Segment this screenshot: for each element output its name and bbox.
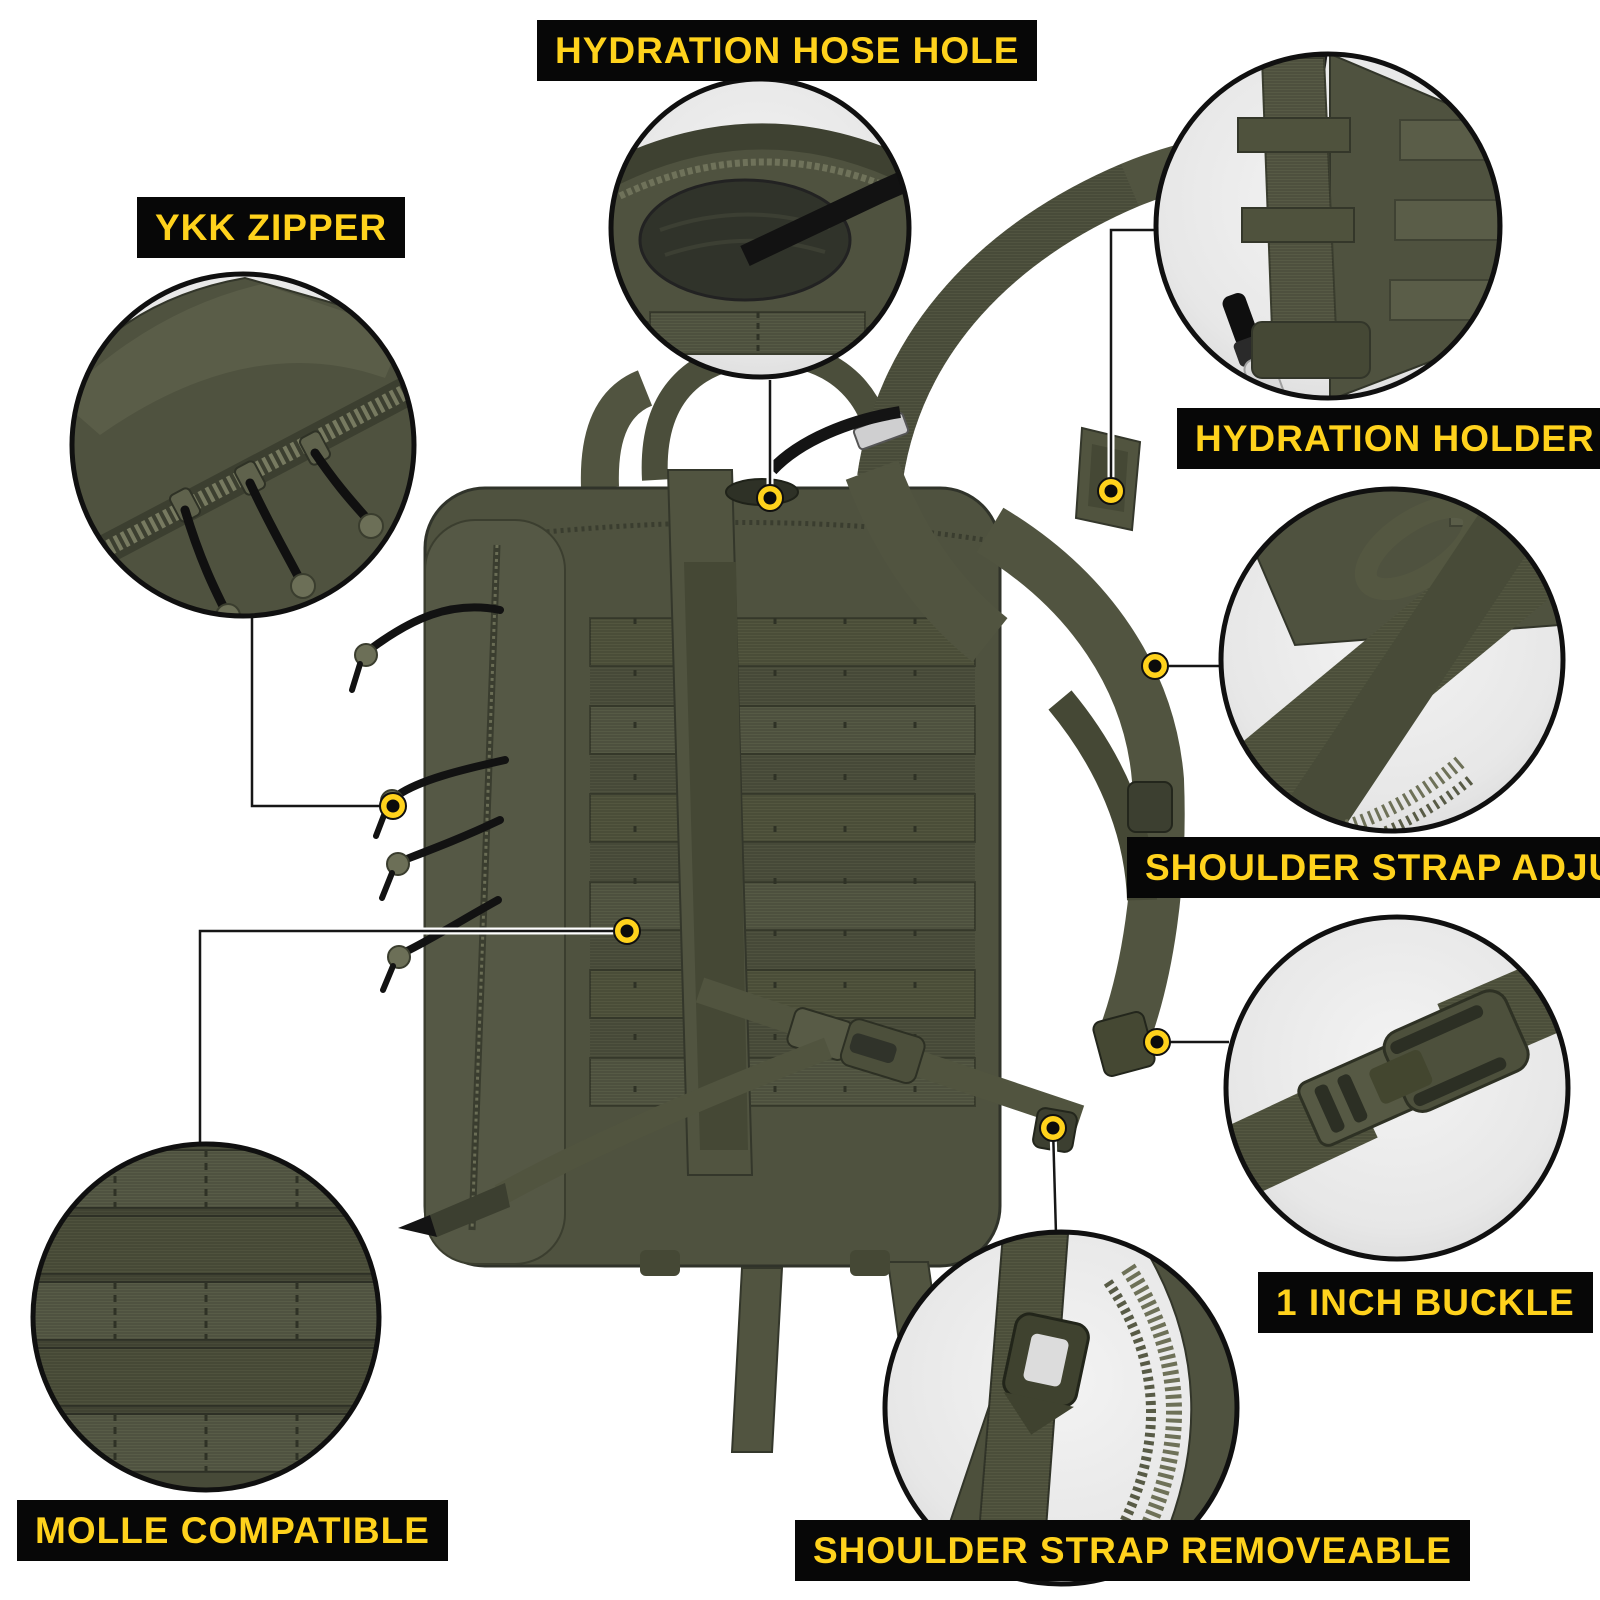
- molle-panel: [589, 617, 976, 1107]
- callout-hydration-holder-detail: [1153, 51, 1503, 401]
- callout-strap-adjust-detail: [1218, 486, 1566, 834]
- marker-ykk-zipper: [379, 792, 407, 820]
- marker-strap-removeable: [1039, 1114, 1067, 1142]
- label-one-inch-buckle: 1 INCH BUCKLE: [1258, 1272, 1593, 1333]
- callout-ykk-zipper-detail: [69, 271, 417, 619]
- marker-strap-adjust: [1141, 652, 1169, 680]
- marker-hose-hole: [756, 484, 784, 512]
- side-release-buckle: [1297, 989, 1530, 1147]
- connector-molle: [196, 927, 627, 1146]
- velcro-flap: [1251, 321, 1371, 379]
- callout-hose-hole-detail: [608, 76, 912, 380]
- label-hydration-hose-hole: HYDRATION HOSE HOLE: [537, 20, 1038, 81]
- marker-molle: [613, 917, 641, 945]
- callout-one-inch-buckle-detail: [1223, 914, 1571, 1262]
- chest-strap: [398, 977, 1085, 1237]
- connector-lines: [196, 226, 1229, 1235]
- marker-one-inch-buckle: [1143, 1028, 1171, 1056]
- zipper-coil: [1300, 756, 1465, 831]
- backpack: [349, 131, 1432, 1453]
- hydration-hose: [767, 406, 901, 475]
- label-molle-compatible: MOLLE COMPATIBLE: [17, 1500, 448, 1561]
- label-shoulder-strap-removeable: SHOULDER STRAP REMOVEABLE: [795, 1520, 1470, 1581]
- velcro-strap: [1274, 502, 1538, 831]
- point-markers: [379, 477, 1171, 1142]
- connector-ykk-zipper: [248, 612, 393, 810]
- label-shoulder-strap-adjust: SHOULDER STRAP ADJUST: [1127, 837, 1600, 898]
- marker-hydration-holder: [1097, 477, 1125, 505]
- label-hydration-holder: HYDRATION HOLDER: [1177, 408, 1600, 469]
- zipper-coil: [1121, 1263, 1182, 1562]
- strap-hook: [1002, 1312, 1090, 1435]
- shoulder-strap-left-top: [580, 370, 653, 488]
- connector-hydration-holder: [1107, 226, 1158, 491]
- front-panel: [424, 519, 566, 1265]
- strap-tip: [398, 1215, 437, 1237]
- callout-molle-detail: [30, 1141, 382, 1493]
- ladder-lock: [1127, 781, 1173, 833]
- label-ykk-zipper: YKK ZIPPER: [137, 197, 406, 258]
- connector-strap-removeable: [1049, 1127, 1060, 1235]
